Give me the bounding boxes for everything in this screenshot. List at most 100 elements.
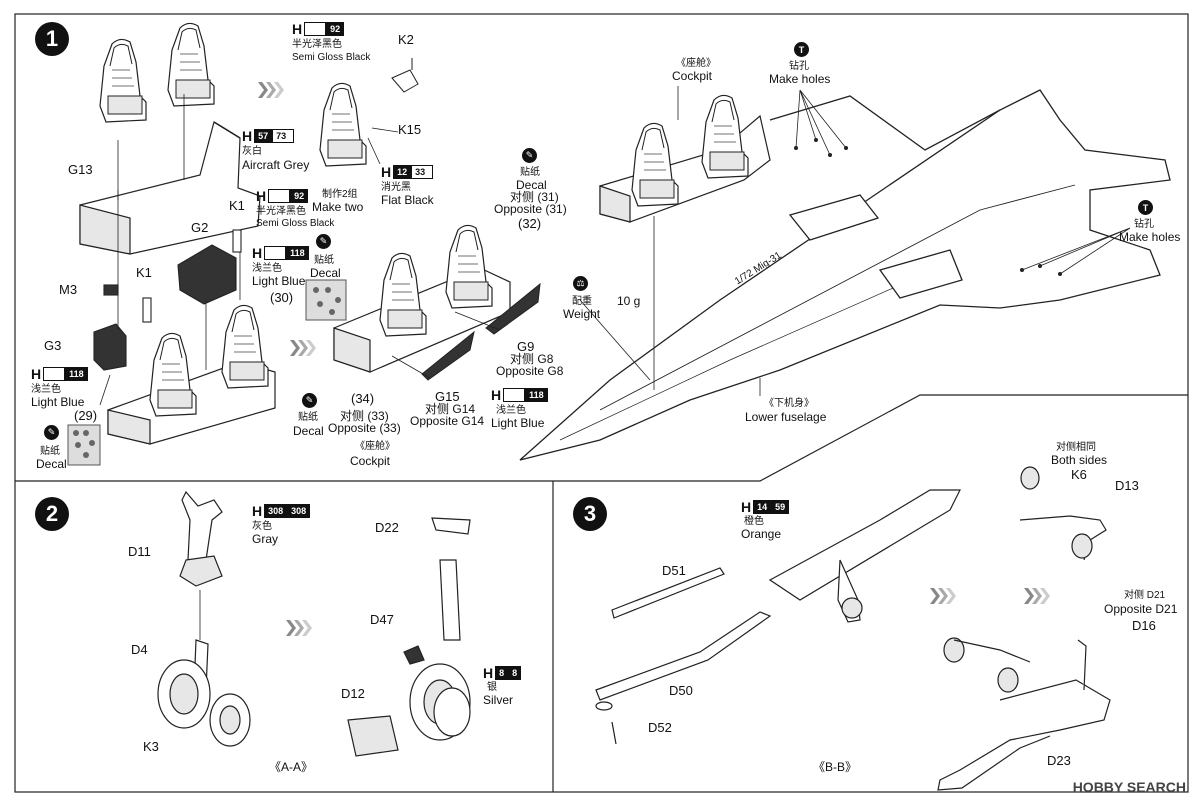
part-d23-label: D23	[1047, 753, 1071, 768]
weight-en: Weight	[563, 307, 601, 321]
holes-right-zh: 钻孔	[1134, 219, 1154, 230]
arrow-chevron-icon	[258, 82, 284, 98]
seat-mid-b	[445, 224, 493, 309]
part-d4-label: D4	[131, 642, 148, 657]
decal-32-num: (32)	[518, 216, 542, 231]
decal-33-opp-zh: 对侧 (33)	[340, 410, 389, 423]
weight-icon: ⚖	[573, 276, 588, 291]
seat-k15-detail	[319, 58, 419, 167]
paint-g3-zh: 浅兰色	[31, 384, 61, 395]
seat-left-b	[221, 304, 269, 389]
part-k15-label: K15	[398, 122, 422, 137]
decal-30-en: Decal	[310, 266, 341, 280]
part-g9-label: G9	[517, 339, 535, 354]
main-gear-strut	[768, 489, 961, 623]
ejection-seats-left	[99, 22, 215, 123]
cockpit-bottom-zh: 《座舱》	[355, 441, 395, 452]
panel-borders	[14, 13, 1189, 793]
parts-k1-g2	[93, 229, 242, 371]
decal-icon: ✎	[44, 425, 59, 440]
opp-zh: 对侧	[425, 402, 450, 416]
paint-g3-en: Light Blue	[31, 395, 85, 409]
decal-icon: ✎	[302, 393, 317, 408]
holes-right-en: Make holes	[1119, 230, 1181, 244]
main-gear-d50	[595, 567, 772, 745]
arrow-chevron-icon	[286, 620, 312, 636]
opp-zh: 对侧	[510, 352, 535, 366]
decal-icon: ✎	[522, 148, 537, 163]
paint-silver-en: Silver	[483, 693, 514, 707]
part-m3-label: M3	[59, 282, 78, 297]
part-k1-a-label: K1	[229, 198, 245, 213]
nose-gear-assembled	[347, 517, 471, 757]
paint-gray-en: Gray	[252, 532, 279, 546]
part-g13-label: G13	[68, 162, 93, 177]
seat-left-a	[149, 332, 197, 417]
paint-grey-zh: 灰白	[242, 146, 262, 157]
drill-icon: T	[1138, 200, 1153, 215]
make-two-en: Make two	[312, 200, 364, 214]
part-d50-label: D50	[669, 683, 693, 698]
paint-g2-en: Light Blue	[252, 274, 306, 288]
arrow-chevron-icon	[930, 588, 956, 604]
lower-fuselage-zh: 《下机身》	[764, 398, 814, 409]
cockpit-bottom-en: Cockpit	[350, 454, 391, 468]
paint-orange-zh: 橙色	[744, 516, 764, 527]
section-a-label: 《A-A》	[269, 760, 314, 774]
decal-icon: ✎	[316, 234, 331, 249]
decal-sheet-30	[305, 279, 347, 321]
paint-g15-en: Light Blue	[491, 416, 545, 430]
paint-orange-en: Orange	[741, 527, 782, 541]
opp-g8-part: G8	[537, 352, 554, 366]
opp-g8-en: Opposite G8	[496, 364, 564, 378]
lower-fuselage-en: Lower fuselage	[745, 410, 827, 424]
step-number-3: 3	[573, 497, 607, 531]
nose-gear-strut	[179, 490, 223, 640]
section-b-label: 《B-B》	[813, 760, 858, 774]
opp-g14-en: Opposite G14	[410, 414, 485, 428]
paint-k2-zh: 半光泽黑色	[292, 39, 342, 50]
part-k6-label: K6	[1071, 467, 1087, 482]
main-gear-assembled	[937, 637, 1111, 791]
both-sides-en: Both sides	[1051, 453, 1108, 467]
paint-silver-zh: 银	[487, 682, 497, 693]
weight-zh: 配重	[572, 296, 592, 307]
opp-d21-en: Opposite D21	[1104, 602, 1178, 616]
paint-k1-en: Semi Gloss Black	[256, 218, 335, 229]
part-d51-label: D51	[662, 563, 686, 578]
decal-33-num: (33)	[367, 409, 389, 423]
decal-31-opp-en: Opposite (31)	[494, 202, 567, 216]
opp-zh: 对侧	[340, 409, 365, 423]
decal-34-num: (34)	[351, 391, 375, 406]
paint-g15-zh: 浅兰色	[496, 405, 526, 416]
lower-fuselage	[519, 89, 1171, 461]
side-panels-g9-g15	[421, 282, 541, 381]
part-d16-label: D16	[1132, 618, 1156, 633]
part-d47-label: D47	[370, 612, 394, 627]
nose-gear-wheels	[157, 639, 251, 747]
part-g3-label: G3	[44, 338, 62, 353]
decal-31-en: Decal	[516, 178, 547, 192]
decal-31-num: (31)	[537, 190, 559, 204]
paint-g2-zh: 浅兰色	[252, 263, 282, 274]
decal-29-num: (29)	[74, 408, 98, 423]
drill-icon: T	[794, 42, 809, 57]
part-k3-label: K3	[143, 739, 159, 754]
decal-sheet-29	[67, 424, 101, 466]
parts-k6-d13	[1019, 466, 1107, 561]
part-k2-label: K2	[398, 32, 414, 47]
opp-d21-zh: 对侧 D21	[1124, 590, 1166, 601]
part-g15-label: G15	[435, 389, 460, 404]
paint-grey-en: Aircraft Grey	[242, 158, 310, 172]
paint-k1-zh: 半光泽黑色	[256, 206, 306, 217]
decal-31-opp-zh: 对侧 (31)	[510, 191, 559, 204]
part-k1-b-label: K1	[136, 265, 152, 280]
arrow-chevron-icon	[290, 340, 316, 356]
opp-g14-part: G14	[452, 402, 476, 416]
